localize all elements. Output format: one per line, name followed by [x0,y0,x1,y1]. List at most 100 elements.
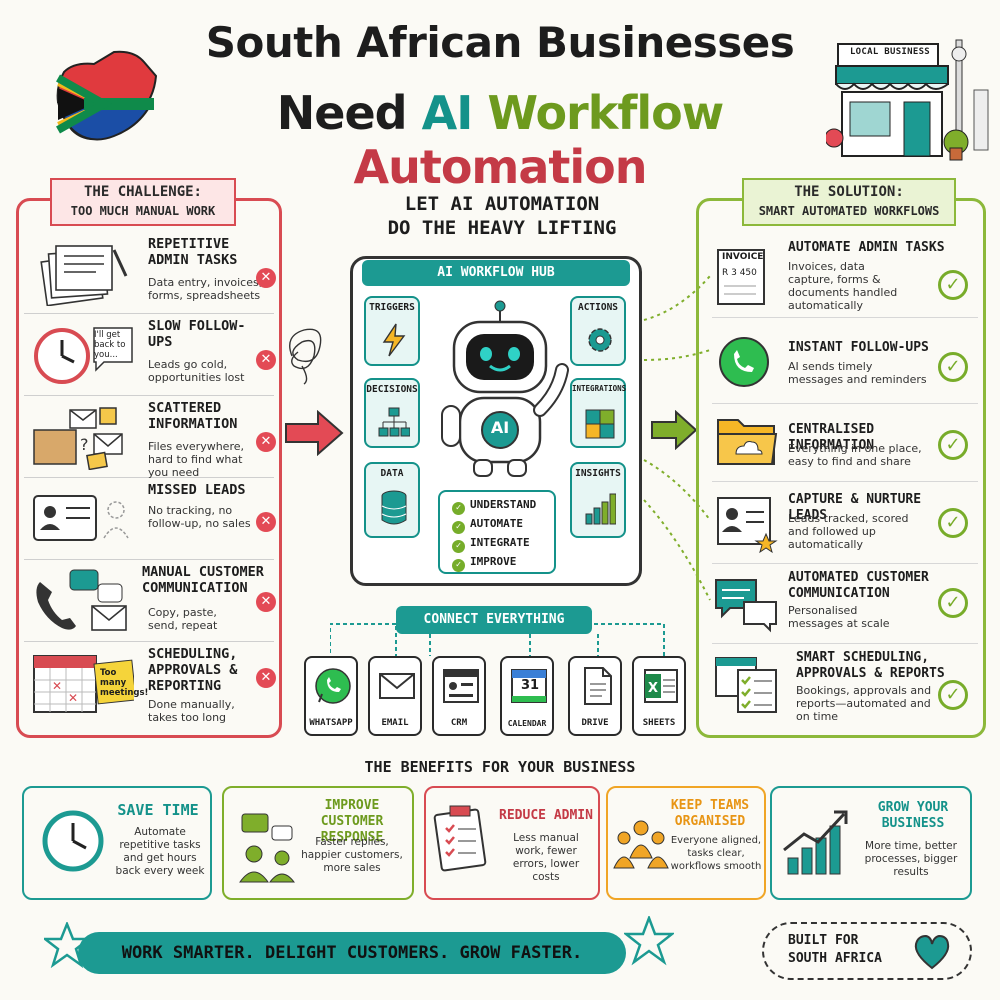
hub-box-insights: INSIGHTS [570,462,626,538]
challenge-title: SCHEDULING, APPROVALS & REPORTING [148,646,238,694]
svg-text:✕: ✕ [68,691,78,705]
calendar-icon: ✕ ✕ [30,650,137,716]
connect-tree-lines [329,620,670,660]
envelope-icon [377,666,417,706]
benefit-title: KEEP TEAMS ORGANISED [670,798,750,829]
benefit-title: REDUCE ADMIN [499,808,593,823]
solution-desc: Invoices, data capture, forms & document… [788,260,898,312]
solution-item-centralised-info: CENTRALISED INFORMATION Everything in on… [712,404,978,482]
dotted-connectors [640,270,716,630]
sheets-icon: X [641,666,681,706]
benefit-desc: Less manual work, fewer errors, lower co… [512,832,580,883]
hub-box-triggers: TRIGGERS [364,296,420,366]
challenge-tag-line2: TOO MUCH MANUAL WORK [70,204,216,218]
x-icon: ✕ [256,592,276,612]
solution-desc: Bookings, approvals and reports—automate… [796,684,932,723]
database-icon [378,488,410,525]
solution-item-automate-admin: INVOICE R 3 450 AUTOMATE ADMIN TASKS Inv… [712,240,978,318]
ai-robot-icon [430,300,570,480]
challenge-desc: Files everywhere, hard to find what you … [148,440,244,479]
check-icon: ✓ [938,352,968,382]
app-label: SHEETS [642,718,676,728]
check-icon: ✓ [938,680,968,710]
challenge-title: MANUAL CUSTOMER COMMUNICATION [142,564,264,596]
app-drive: DRIVE [568,656,622,736]
lightning-icon [378,322,410,358]
puzzle-icon [584,404,616,440]
built-line1: BUILT FOR [788,933,859,948]
paper-stack-icon [30,240,134,307]
title-word-workflow: Workflow [472,86,724,140]
challenge-desc: Leads go cold, opportunities lost [148,358,245,384]
title-word-need: Need [276,86,422,140]
check-icon: ✓ [938,430,968,460]
app-label: DRIVE [581,718,609,728]
hub-capability-label: UNDERSTAND [470,498,537,511]
solution-title: CENTRALISED INFORMATION [788,422,875,453]
check-icon: ✓ [452,559,465,572]
benefit-customer-response: IMPROVE CUSTOMER RESPONSE Faster replies… [222,786,414,900]
clock-icon [38,806,108,880]
hub-box-label: ACTIONS [577,302,619,313]
growth-chart-icon [778,804,858,888]
heart-icon [912,934,952,970]
clock-icon [30,322,134,388]
connect-everything-bar: CONNECT EVERYTHING [396,606,592,634]
benefit-title: IMPROVE CUSTOMER RESPONSE [320,798,384,845]
robot-ai-badge: AI [490,418,510,437]
hub-title-bar: AI WORKFLOW HUB [362,260,630,286]
document-icon [577,666,617,706]
hub-box-decisions: DECISIONS [364,378,420,448]
benefit-title: SAVE TIME [117,801,199,819]
check-icon: ✓ [938,270,968,300]
solution-title: CAPTURE & NURTURE LEADS [788,492,922,523]
solution-item-automated-communication: AUTOMATED CUSTOMER COMMUNICATION Persona… [712,566,978,644]
store-sign-label: LOCAL BUSINESS [849,47,931,57]
challenge-title: MISSED LEADS [148,482,246,498]
challenge-desc: Copy, paste, send, repeat [148,606,218,632]
scattered-files-icon: ? [30,404,134,471]
challenge-desc: No tracking, no follow-up, no sales [148,504,251,530]
local-business-store-icon [824,30,990,166]
benefit-desc: Everyone aligned, tasks clear, workflows… [670,835,762,872]
challenge-item-scheduling: ✕ ✕ Too many meetings! SCHEDULING, APPRO… [24,646,276,724]
app-crm: CRM [432,656,486,736]
solution-item-smart-scheduling: SMART SCHEDULING, APPROVALS & REPORTS Bo… [712,646,978,724]
solution-desc: AI sends timely messages and reminders [788,360,927,386]
title-word-ai: AI [421,86,474,140]
solution-title: INSTANT FOLLOW-UPS [788,340,929,355]
benefit-teams-organised: KEEP TEAMS ORGANISED Everyone aligned, t… [606,786,766,900]
hub-box-data: DATA [364,462,420,538]
app-label: WHATSAPP [309,718,353,728]
hub-box-label: DATA [380,468,404,479]
benefit-grow-business: GROW YOUR BUSINESS More time, better pro… [770,786,972,900]
crm-icon [441,666,481,706]
app-sheets: X SHEETS [632,656,686,736]
arrow-to-hub-icon [284,409,344,457]
challenge-item-repetitive-admin: REPETITIVE ADMIN TASKS Data entry, invoi… [24,236,276,314]
challenge-title: REPETITIVE ADMIN TASKS [148,236,238,268]
title-word-automation: Automation [353,140,647,194]
hub-box-label: TRIGGERS [369,302,415,313]
hub-box-label: DECISIONS [366,384,418,395]
benefit-save-time: SAVE TIME Automate repetitive tasks and … [22,786,212,900]
app-label: EMAIL [381,718,409,728]
hub-heading-line2: DO THE HEAVY LIFTING [387,217,617,239]
arrow-to-solution-icon [650,409,698,451]
title-line-1: South African Businesses [205,18,795,67]
lead-card-icon [714,492,780,554]
hub-capability-label: INTEGRATE [470,536,530,549]
challenge-title: SCATTERED INFORMATION [148,400,238,432]
invoice-label: INVOICE [722,252,764,262]
solution-desc: Everything in one place, easy to find an… [788,442,922,468]
whatsapp-icon [714,332,780,394]
flowchart-icon [378,404,411,440]
benefit-reduce-admin: REDUCE ADMIN Less manual work, fewer err… [424,786,600,900]
svg-text:X: X [648,681,658,696]
challenge-item-scattered-info: ? SCATTERED INFORMATION Files everywhere… [24,400,276,479]
checklist-icon [714,652,780,714]
app-calendar: 31 CALENDAR [500,656,554,736]
check-icon: ✓ [938,508,968,538]
svg-text:?: ? [80,435,89,454]
invoice-icon [714,246,780,308]
